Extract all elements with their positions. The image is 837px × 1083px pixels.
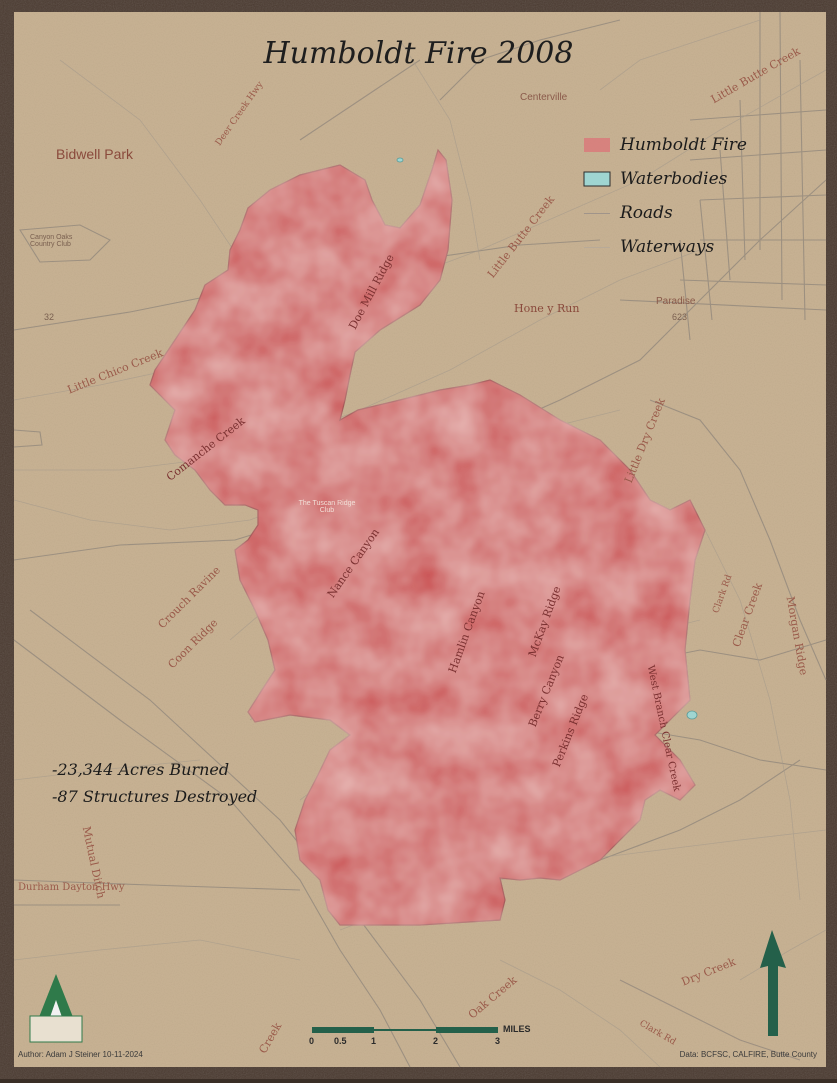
scale-tick-0: 0: [309, 1036, 315, 1046]
label-honey-run: Hone y Run: [514, 302, 580, 315]
legend-item-water: Waterbodies: [584, 168, 727, 190]
scale-tick-2: 2: [433, 1036, 439, 1046]
legend-label-water: Waterbodies: [620, 169, 728, 189]
legend-fire-swatch: [584, 138, 610, 152]
place-bidwell-park: Bidwell Park: [56, 146, 134, 162]
place-tuscan-ridge: The Tuscan Ridge Club: [298, 500, 356, 514]
north-arrow-icon: [760, 930, 786, 1036]
legend-label-fire: Humboldt Fire: [620, 135, 747, 155]
place-paradise: Paradise: [656, 296, 696, 307]
legend-water-swatch: [583, 171, 611, 187]
stat-structures: -87 Structures Destroyed: [52, 787, 258, 806]
legend-item-fire: Humboldt Fire: [584, 134, 747, 156]
legend-item-waterways: Waterways: [584, 236, 714, 258]
label-route-32: 32: [44, 312, 55, 322]
data-credit: Data: BCFSC, CALFIRE, Butte County: [679, 1050, 817, 1059]
place-canyon-oaks: Canyon Oaks Country Club: [30, 234, 73, 248]
scale-tick-0-5: 0.5: [334, 1036, 347, 1046]
map-title: Humboldt Fire 2008: [263, 36, 574, 71]
legend-item-roads: Roads: [584, 202, 673, 224]
stat-acres: -23,344 Acres Burned: [52, 760, 230, 779]
firesafe-logo: [29, 974, 83, 1043]
label-durham-dayton: Durham Dayton Hwy: [18, 882, 125, 893]
place-centerville: Centerville: [520, 92, 568, 103]
author-credit: Author: Adam J Steiner 10-11-2024: [18, 1050, 143, 1059]
scale-tick-1: 1: [371, 1036, 377, 1046]
scale-tick-3: 3: [495, 1036, 501, 1046]
legend-label-waterways: Waterways: [620, 237, 715, 257]
scale-unit: MILES: [503, 1024, 531, 1034]
label-route-623: 623: [672, 312, 688, 322]
legend-waterways-line: [584, 246, 610, 248]
legend-label-roads: Roads: [620, 203, 673, 223]
legend-roads-line: [584, 212, 610, 214]
fire-perimeter[interactable]: [149, 148, 706, 926]
scale-bar: [312, 1027, 498, 1033]
waterbodies: [396, 157, 698, 720]
